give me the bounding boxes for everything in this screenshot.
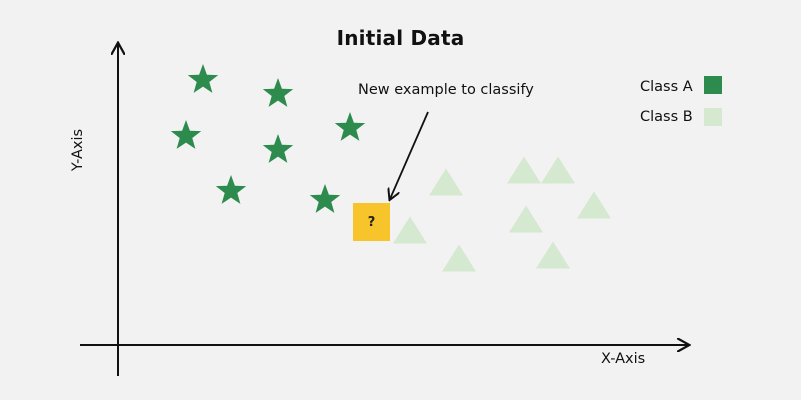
class-a-point bbox=[262, 78, 294, 107]
data-points bbox=[170, 64, 611, 272]
legend-swatch-class-b bbox=[704, 108, 722, 126]
class-a-point bbox=[309, 184, 341, 213]
query-point-label: ? bbox=[367, 214, 376, 230]
class-b-point bbox=[536, 241, 570, 269]
x-axis-label: X-Axis bbox=[601, 351, 646, 367]
class-b-point bbox=[509, 205, 543, 233]
class-b-point bbox=[541, 156, 575, 184]
class-a-point bbox=[187, 64, 219, 93]
class-b-point bbox=[442, 244, 476, 272]
class-a-point bbox=[170, 120, 202, 149]
class-a-point bbox=[262, 134, 294, 163]
legend-label-class-b: Class B bbox=[640, 109, 693, 125]
class-b-point bbox=[507, 156, 541, 184]
diagram-title: Initial Data bbox=[336, 26, 465, 50]
y-axis-label: Y-Axis bbox=[70, 128, 86, 172]
class-b-point bbox=[429, 168, 463, 196]
class-b-point bbox=[577, 191, 611, 219]
callout-label: New example to classify bbox=[358, 82, 534, 98]
class-a-point bbox=[334, 112, 366, 141]
class-b-point bbox=[393, 216, 427, 244]
legend-label-class-a: Class A bbox=[640, 79, 693, 95]
legend-swatch-class-a bbox=[704, 76, 722, 94]
query-point: ? bbox=[353, 203, 390, 241]
class-a-point bbox=[215, 175, 247, 204]
callout-arrow bbox=[390, 111, 429, 199]
